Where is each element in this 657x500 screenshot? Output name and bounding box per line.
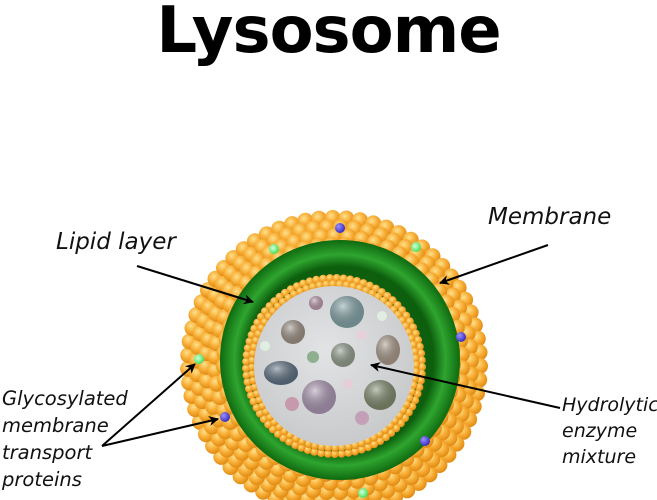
label-line: proteins — [2, 466, 128, 493]
label-line: Hydrolytic — [562, 392, 657, 418]
enzyme-blob — [264, 361, 298, 385]
enzyme-blob — [307, 351, 319, 363]
enzyme-blob — [330, 296, 364, 328]
enzyme-blob — [285, 397, 299, 411]
protein-green — [411, 242, 421, 252]
protein-blue — [335, 223, 345, 233]
label-membrane: Membrane — [488, 205, 611, 230]
enzyme-blob — [357, 330, 367, 340]
enzyme-blob — [355, 411, 369, 425]
enzyme-blob — [364, 380, 396, 410]
label-line: Glycosylated — [2, 385, 128, 412]
enzyme-blob — [377, 311, 387, 321]
enzyme-blob — [309, 296, 323, 310]
enzyme-blob — [331, 343, 355, 367]
protein-blue — [456, 332, 466, 342]
protein-green — [194, 354, 204, 364]
label-glycosylated-proteins: Glycosylated membrane transport proteins — [2, 385, 128, 493]
arrow-membrane — [440, 245, 548, 283]
label-line: transport — [2, 439, 128, 466]
protein-blue — [420, 436, 430, 446]
protein-blue — [220, 412, 230, 422]
protein-green — [269, 244, 279, 254]
enzyme-blob — [260, 341, 270, 351]
label-line: enzyme — [562, 418, 657, 444]
enzyme-blob — [343, 379, 353, 389]
protein-green — [358, 488, 368, 498]
enzyme-blob — [376, 335, 400, 365]
label-lipid-layer: Lipid layer — [56, 230, 176, 255]
enzyme-blob — [302, 380, 336, 414]
label-hydrolytic-enzyme: Hydrolytic enzyme mixture — [562, 392, 657, 470]
label-line: membrane — [2, 412, 128, 439]
label-line: mixture — [562, 444, 657, 470]
enzyme-blob — [281, 320, 305, 344]
